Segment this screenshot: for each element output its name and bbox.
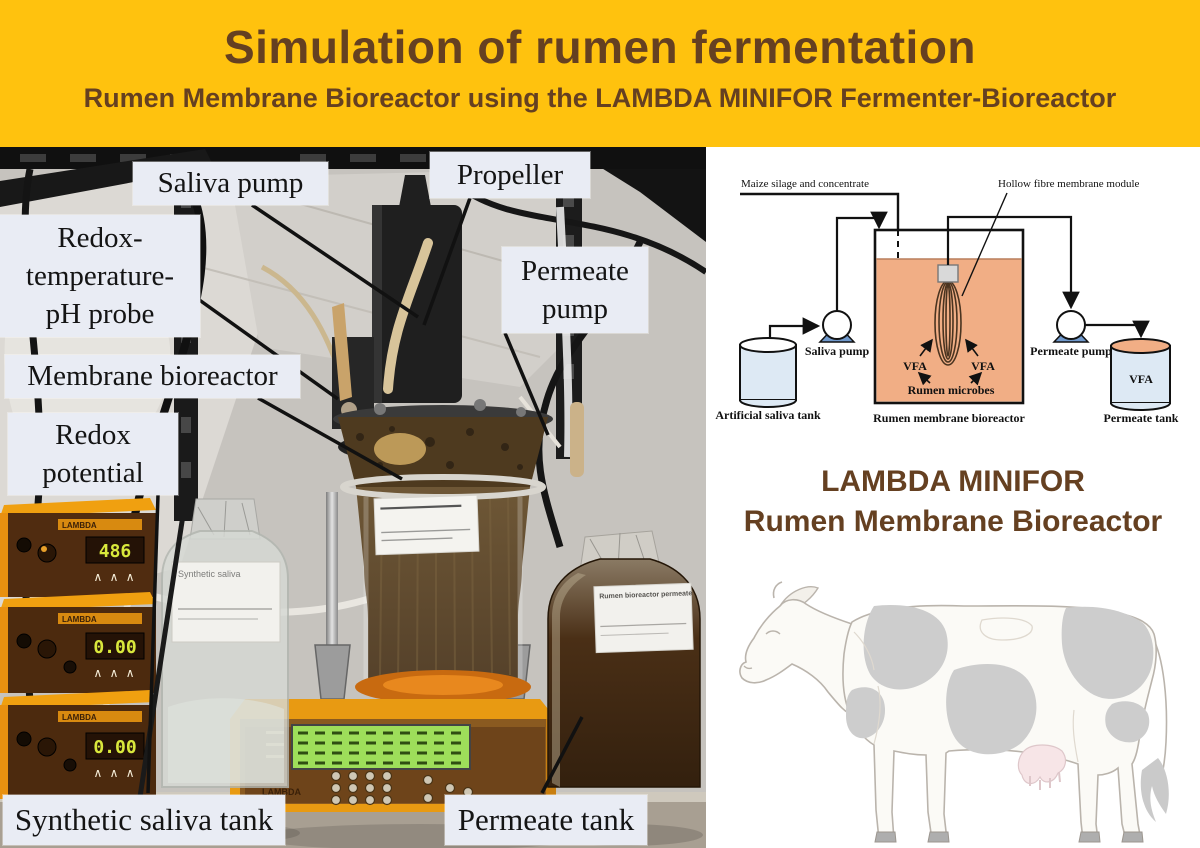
vessel-label bbox=[373, 494, 480, 556]
artificial-saliva-tank bbox=[739, 337, 797, 408]
photo-label-text: Saliva pump bbox=[157, 167, 304, 200]
vfa-arrows bbox=[917, 338, 983, 386]
controller-pump-2: LAMBDA 0.00 ∧ ∧ ∧ bbox=[0, 690, 156, 799]
diagram-label-vfa-right: VFA bbox=[971, 359, 995, 373]
photo-label-saliva-pump: Saliva pump bbox=[133, 162, 328, 205]
cow-horn bbox=[772, 581, 783, 599]
controller-reading-middle: 0.00 bbox=[93, 637, 136, 658]
right-panel: Maize silage and concentrate Artificial … bbox=[706, 147, 1200, 848]
photo-label-text: potential bbox=[42, 457, 144, 489]
diagram-label-permeate-pump: Permeate pump bbox=[1030, 344, 1112, 358]
probe bbox=[332, 303, 352, 401]
photo-label-text: Permeate bbox=[521, 254, 629, 287]
cow-head bbox=[739, 598, 853, 715]
bottle-label bbox=[171, 561, 281, 643]
controller-brand: LAMBDA bbox=[62, 521, 97, 530]
controller-redox: LAMBDA 486 ∧ ∧ ∧ bbox=[0, 498, 156, 597]
module-pointer-line bbox=[961, 192, 1008, 297]
product-heading: LAMBDA MINIFOR Rumen Membrane Bioreactor bbox=[706, 462, 1200, 542]
photo-label-text: Redox- bbox=[57, 221, 143, 254]
photo-label-synthetic-saliva-tank: Synthetic saliva tank bbox=[3, 795, 285, 845]
photo-label-redox-temperature-ph-probe: Redox- temperature- pH probe bbox=[0, 215, 200, 337]
page-subtitle: Rumen Membrane Bioreactor using the LAMB… bbox=[83, 83, 1117, 113]
controller-stack: LAMBDA 486 ∧ ∧ ∧ LAMBDA 0.00 bbox=[0, 498, 156, 799]
controller-buttons: ∧ ∧ ∧ bbox=[93, 570, 136, 584]
module-to-pump-line bbox=[946, 215, 1080, 310]
bottle-label-text: Rumen bioreactor permeate bbox=[599, 590, 692, 600]
diagram-label-membrane-module: Hollow fibre membrane module bbox=[998, 178, 1140, 190]
synthetic-saliva-bottle: Synthetic saliva bbox=[137, 498, 289, 798]
diagram-label-artificial-saliva-tank: Artificial saliva tank bbox=[715, 408, 821, 422]
product-heading-line2: Rumen Membrane Bioreactor bbox=[743, 505, 1163, 538]
page-title: Simulation of rumen fermentation bbox=[223, 21, 977, 73]
diagram-label-reactor: Rumen membrane bioreactor bbox=[873, 411, 1025, 425]
cow-patches bbox=[846, 605, 1154, 755]
diagram-label-saliva-pump: Saliva pump bbox=[805, 344, 870, 358]
pump-to-tank-line bbox=[1085, 320, 1150, 339]
diagram-label-feed: Maize silage and concentrate bbox=[741, 178, 869, 190]
permeate-pump bbox=[1052, 310, 1090, 343]
photo-label-text: Redox bbox=[55, 418, 131, 451]
photo-label-text: pH probe bbox=[45, 298, 155, 331]
photo-label-text: Propeller bbox=[456, 158, 564, 191]
product-heading-line1: LAMBDA MINIFOR bbox=[821, 465, 1085, 498]
photo-label-membrane-bioreactor: Membrane bioreactor bbox=[5, 355, 300, 398]
feed-tube bbox=[383, 238, 433, 394]
controller-buttons: ∧ ∧ ∧ bbox=[93, 766, 136, 780]
diagram-label-rumen-microbes: Rumen microbes bbox=[908, 383, 995, 397]
photo-label-permeate-pump: Permeate pump bbox=[502, 247, 648, 333]
cow-hooves bbox=[874, 831, 1144, 843]
pump-to-reactor-line bbox=[835, 211, 888, 311]
photo-label-text: pump bbox=[541, 293, 609, 325]
cow-udder bbox=[1017, 744, 1067, 790]
photo-label-propeller: Propeller bbox=[430, 152, 590, 198]
photo-label-redox-potential: Redox potential bbox=[8, 413, 178, 495]
photo-label-text: Synthetic saliva tank bbox=[14, 801, 274, 837]
controller-brand: LAMBDA bbox=[62, 615, 97, 624]
diagram-label-vfa-tank: VFA bbox=[1129, 372, 1153, 386]
header: Simulation of rumen fermentation Rumen M… bbox=[0, 0, 1200, 147]
photo-label-text: temperature- bbox=[25, 259, 175, 292]
controller-brand: LAMBDA bbox=[62, 713, 97, 722]
minifor-brand: LAMBDA bbox=[262, 787, 301, 797]
hollow-fibre-membrane-module bbox=[934, 264, 962, 366]
controller-buttons: ∧ ∧ ∧ bbox=[93, 666, 136, 680]
diagram-label-vfa-left: VFA bbox=[903, 359, 927, 373]
cow-illustration bbox=[739, 581, 1169, 843]
controller-reading-bottom: 0.00 bbox=[93, 737, 136, 758]
bottle-label-text: Synthetic saliva bbox=[178, 569, 241, 579]
photo-label-text: Membrane bioreactor bbox=[27, 360, 278, 393]
controller-pump-1: LAMBDA 0.00 ∧ ∧ ∧ bbox=[0, 592, 156, 693]
membrane-bioreactor-vessel bbox=[314, 175, 584, 704]
saliva-pump bbox=[818, 310, 856, 343]
probe bbox=[570, 402, 584, 477]
photo-label-permeate-tank: Permeate tank bbox=[445, 795, 647, 845]
stand-foot bbox=[314, 644, 351, 700]
controller-reading-top: 486 bbox=[99, 541, 132, 562]
diagram-label-permeate-tank: Permeate tank bbox=[1104, 411, 1179, 425]
photo-label-text: Permeate tank bbox=[457, 801, 635, 837]
label-leader-lines bbox=[146, 197, 584, 794]
permeate-bottle: Rumen bioreactor permeate bbox=[547, 530, 701, 788]
lab-photo: LAMBDA LAMBDA 486 bbox=[0, 147, 706, 848]
permeate-tank: VFA bbox=[1110, 338, 1171, 411]
tank-to-pump-line bbox=[768, 317, 821, 338]
process-flow-diagram: Maize silage and concentrate Artificial … bbox=[715, 178, 1179, 425]
